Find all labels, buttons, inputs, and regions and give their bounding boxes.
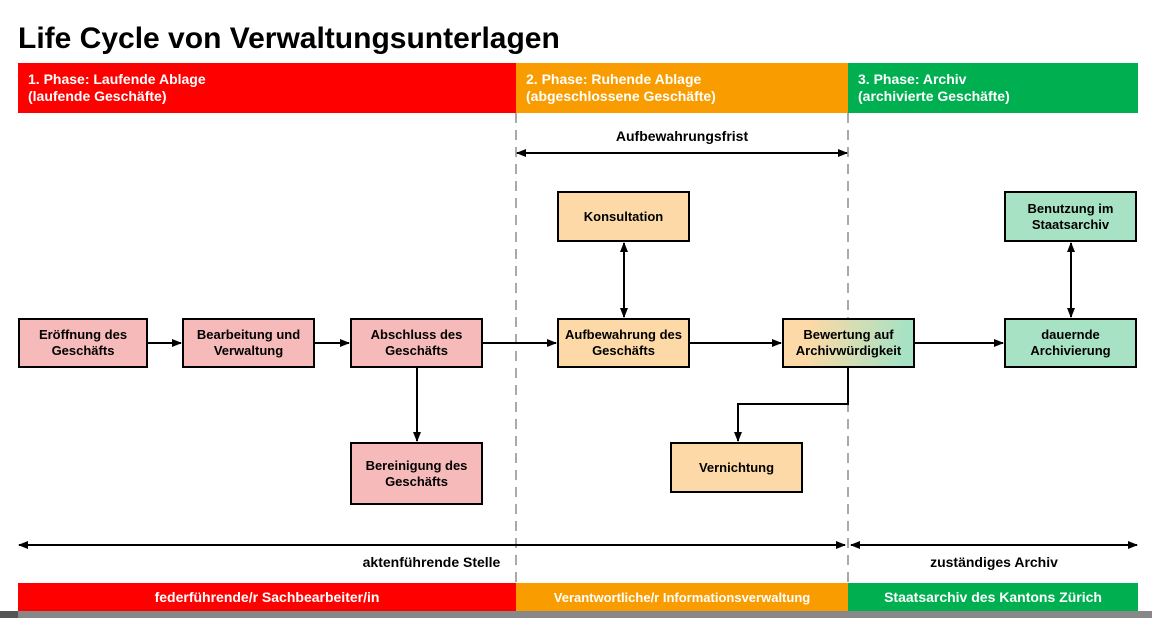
bottom-role-2: Verantwortliche/r Informationsverwaltung: [516, 583, 848, 611]
arrow: [734, 368, 849, 442]
box-eroeffnung: Eröffnung des Geschäfts: [18, 318, 148, 368]
phase-3-title: 3. Phase: Archiv: [858, 71, 967, 87]
box-benutzung: Benutzung im Staatsarchiv: [1004, 191, 1137, 242]
phase-3-header: 3. Phase: Archiv (archivierte Geschäfte): [848, 63, 1138, 113]
box-vernichtung: Vernichtung: [670, 442, 803, 493]
phase-3-subtitle: (archivierte Geschäfte): [858, 88, 1010, 104]
phase-2-header: 2. Phase: Ruhende Ablage (abgeschlossene…: [516, 63, 848, 113]
box-abschluss: Abschluss des Geschäfts: [350, 318, 483, 368]
box-bereinigung: Bereinigung des Geschäfts: [350, 442, 483, 505]
retention-label: Aufbewahrungsfrist: [615, 128, 749, 144]
box-bewertung: Bewertung auf Archivwürdigkeit: [782, 318, 915, 368]
page-title: Life Cycle von Verwaltungsunterlagen: [18, 22, 560, 55]
box-aufbewahrung: Aufbewahrung des Geschäfts: [557, 318, 690, 368]
phase-1-header: 1. Phase: Laufende Ablage (laufende Gesc…: [18, 63, 516, 113]
phase-1-subtitle: (laufende Geschäfte): [28, 88, 167, 104]
bottom-role-3: Staatsarchiv des Kantons Zürich: [848, 583, 1138, 611]
archive-label: zuständiges Archiv: [930, 554, 1058, 570]
bottom-bar: [0, 611, 1152, 618]
phase-2-title: 2. Phase: Ruhende Ablage: [526, 71, 702, 87]
phase-1-title: 1. Phase: Laufende Ablage: [28, 71, 206, 87]
agency-label: aktenführende Stelle: [362, 554, 501, 570]
bottom-bar-left: [0, 611, 18, 618]
bottom-role-1: federführende/r Sachbearbeiter/in: [18, 583, 516, 611]
box-bearbeitung: Bearbeitung und Verwaltung: [182, 318, 315, 368]
box-archivierung: dauernde Archivierung: [1004, 318, 1137, 368]
box-konsultation: Konsultation: [557, 191, 690, 242]
phase-2-subtitle: (abgeschlossene Geschäfte): [526, 88, 716, 104]
